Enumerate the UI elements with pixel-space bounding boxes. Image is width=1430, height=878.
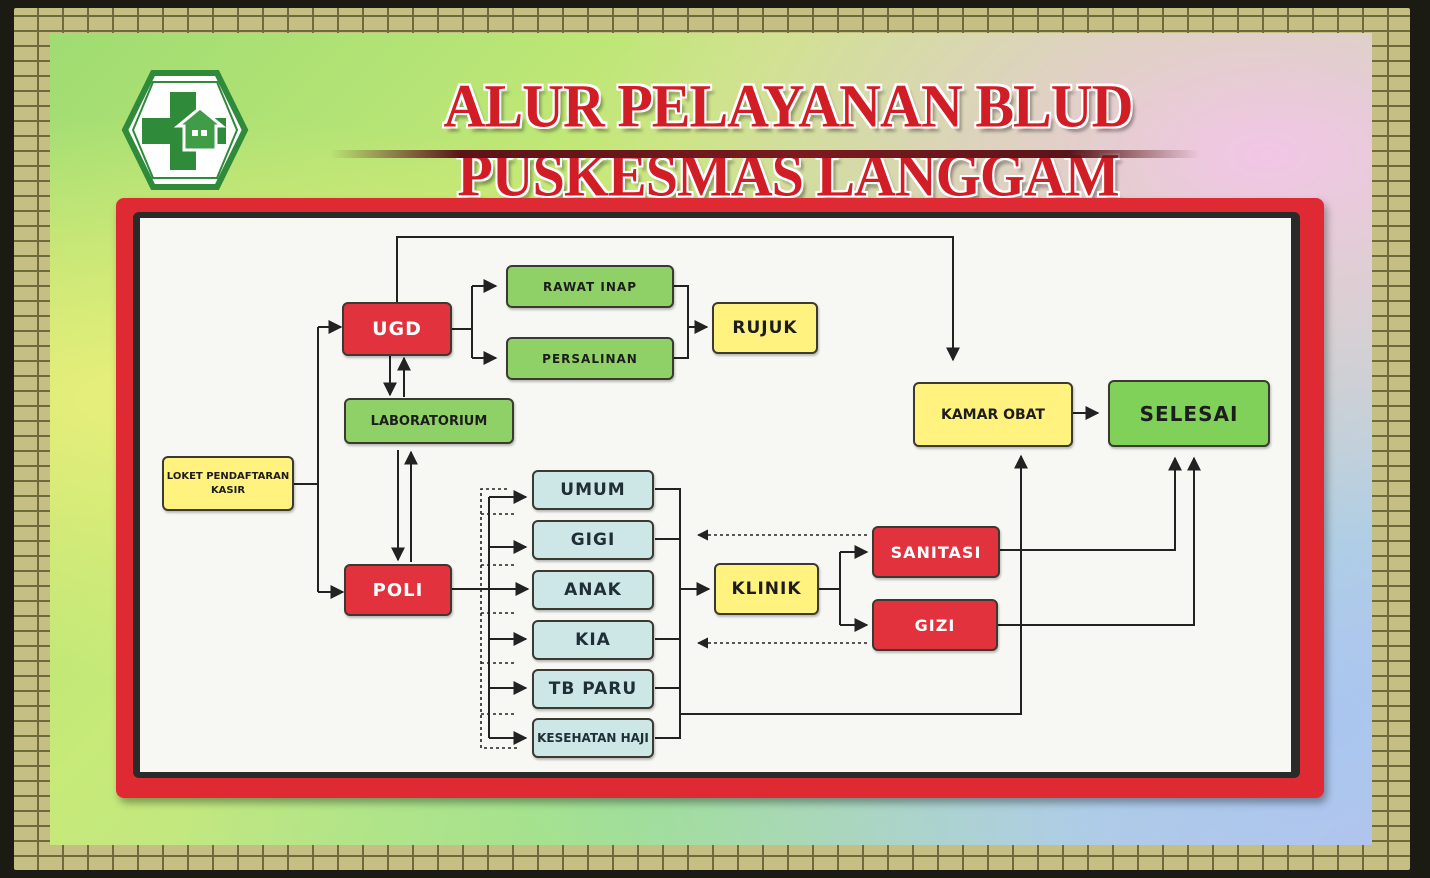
ugd-box: UGD — [342, 302, 452, 356]
tb-paru-box: TB PARU — [532, 669, 654, 709]
umum-box: UMUM — [532, 470, 654, 510]
gigi-box: GIGI — [532, 520, 654, 560]
selesai-box: SELESAI — [1108, 380, 1270, 447]
kesehatan-haji-box: KESEHATAN HAJI — [532, 718, 654, 758]
puskesmas-logo-icon — [121, 70, 249, 190]
poli-box: POLI — [344, 564, 452, 616]
anak-box: ANAK — [532, 570, 654, 610]
klinik-box: KLINIK — [714, 563, 819, 615]
laboratorium-box: LABORATORIUM — [344, 398, 514, 444]
rujuk-box: RUJUK — [712, 302, 818, 354]
kia-box: KIA — [532, 620, 654, 660]
gizi-box: GIZI — [872, 599, 998, 651]
title-underline — [330, 150, 1200, 158]
persalinan-box: PERSALINAN — [506, 337, 674, 380]
kamar-obat-box: KAMAR OBAT — [913, 382, 1073, 447]
sanitasi-box: SANITASI — [872, 526, 1000, 578]
loket-pendaftaran-kasir-box: LOKET PENDAFTARAN KASIR — [162, 456, 294, 511]
rawat-inap-box: RAWAT INAP — [506, 265, 674, 308]
